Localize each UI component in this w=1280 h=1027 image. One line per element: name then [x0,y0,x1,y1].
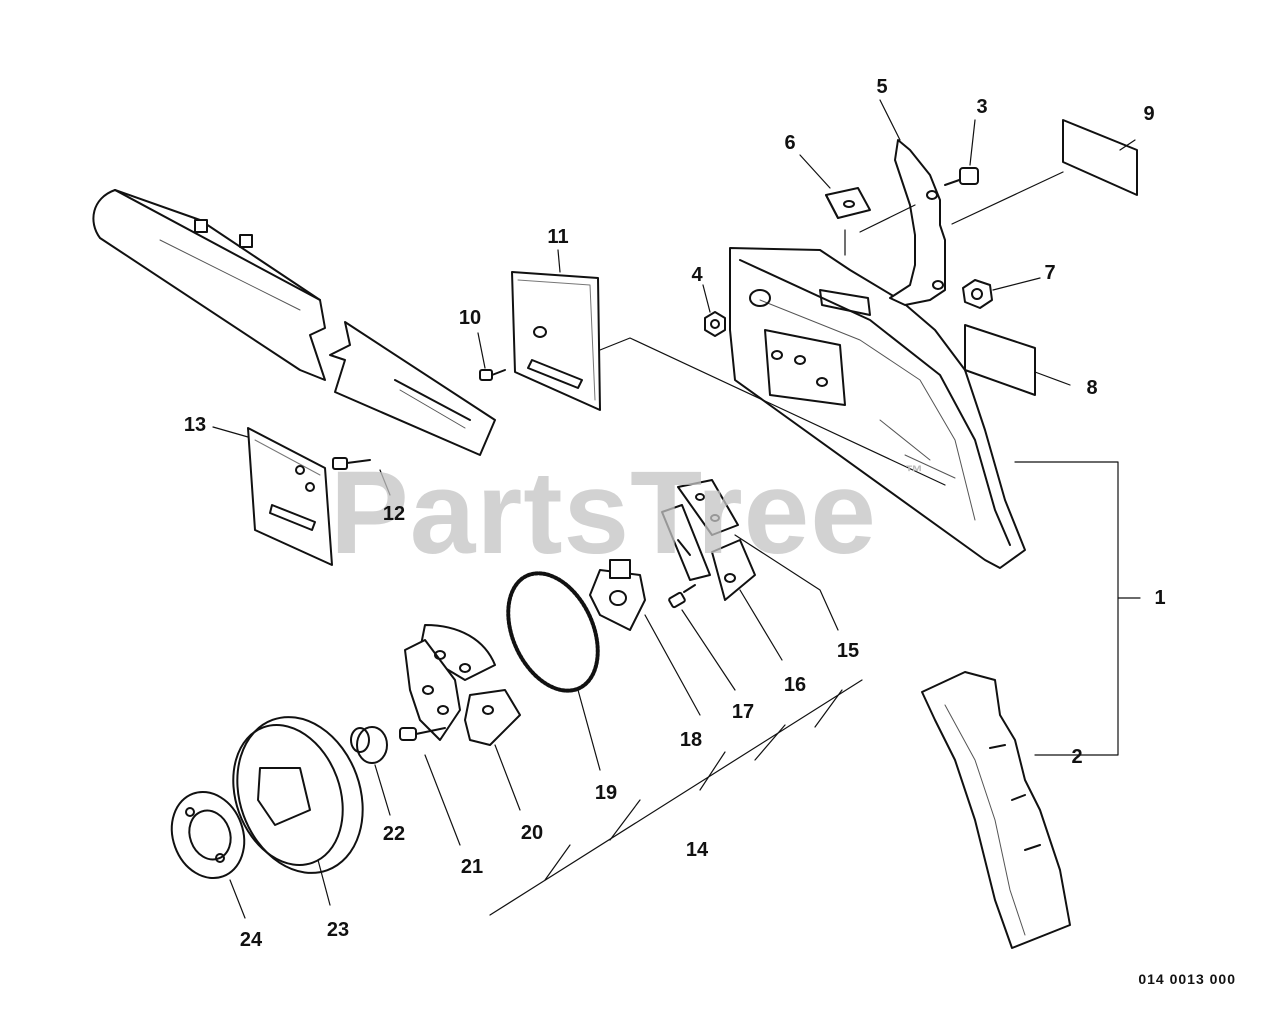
plate-16-part [711,539,756,601]
callout-10: 10 [458,307,482,329]
callout-15: 15 [836,640,860,662]
bar-plate-inner-part [247,427,333,566]
callout-7: 7 [1044,262,1056,284]
callout-16: 16 [783,674,807,696]
callout-11: 11 [547,226,569,248]
callout-21: 21 [460,856,484,878]
callout-20: 20 [520,822,544,844]
watermark: PartsTree [330,447,877,579]
plate-15-part [661,479,739,581]
sprocket-cover-part [729,247,1026,569]
callout-3: 3 [976,96,988,118]
callout-1: 1 [1154,587,1166,609]
label-8-part [964,324,1036,396]
bolt-21-part [399,727,446,741]
needle-bearing-part [350,726,388,764]
watermark-trademark: ™ [905,462,923,482]
screw-12-part [332,457,371,470]
guide-bar-rear-part [329,321,496,456]
callout-19: 19 [594,782,618,804]
callout-2: 2 [1071,746,1083,768]
chain-catcher-part [889,139,946,306]
clutch-shoe-part [404,624,521,746]
nut-4-part [704,311,726,337]
callout-9: 9 [1143,103,1155,125]
clutch-hub-part [589,559,646,631]
clutch-spring-part [506,571,600,693]
bar-plate-outer-part [511,271,601,411]
callout-8: 8 [1086,377,1098,399]
bumper-strip-part [921,671,1071,949]
callout-12: 12 [382,503,406,525]
clutch-drum-part [232,716,364,874]
callout-17: 17 [731,701,755,723]
screw-17-part [668,584,696,609]
bolt-3-part [944,167,979,186]
leader-lines [212,99,1141,919]
callout-5: 5 [876,76,888,98]
callout-4: 4 [691,264,703,286]
screw-10-part [479,369,506,381]
callout-6: 6 [784,132,796,154]
callout-13: 13 [183,414,207,436]
label-9-part [1062,119,1138,196]
callout-18: 18 [679,729,703,751]
diagram-code: 014 0013 000 [1138,971,1236,987]
sprocket-part [170,790,246,880]
callout-22: 22 [382,823,406,845]
guide-bar-part [92,189,326,381]
callout-23: 23 [326,919,350,941]
rubber-block-part [825,187,871,219]
callout-14: 14 [685,839,709,861]
nut-7-part [962,279,993,309]
callout-24: 24 [239,929,263,951]
